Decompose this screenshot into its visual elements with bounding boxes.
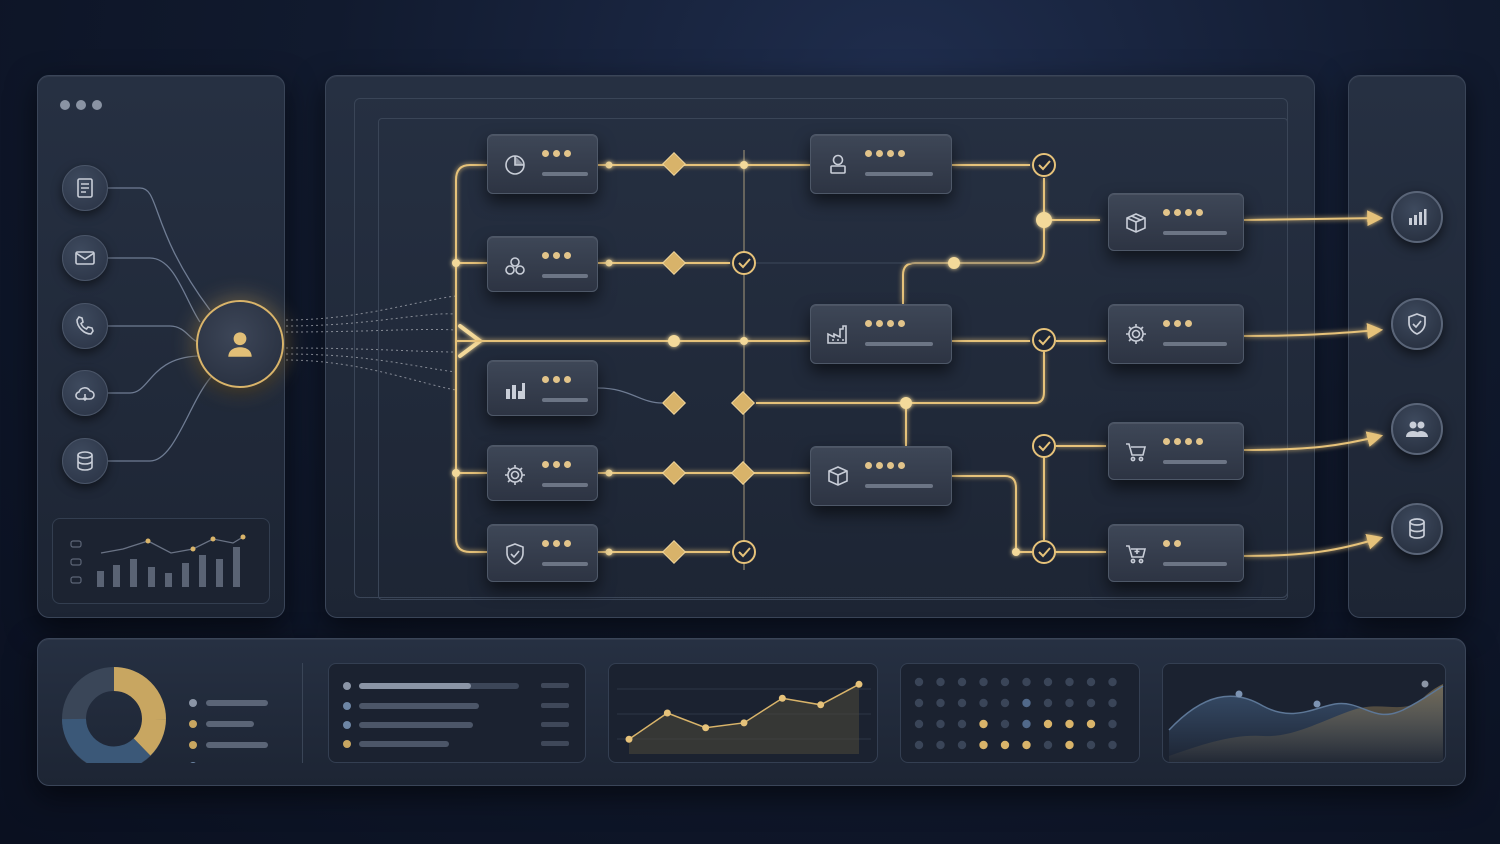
matrix-dot: [1022, 698, 1031, 708]
cart-icon: [1123, 439, 1149, 465]
window-dot[interactable]: [76, 100, 86, 110]
cart-plus-icon: [1123, 541, 1149, 567]
matrix-dot: [1065, 740, 1074, 750]
line-chart-point: [625, 735, 633, 743]
window-dot[interactable]: [92, 100, 102, 110]
matrix-dot: [1086, 740, 1096, 750]
area-chart-widget[interactable]: [1162, 663, 1446, 763]
dot-matrix: [914, 677, 1117, 750]
gear-icon: [1123, 321, 1149, 347]
flow-node-reports[interactable]: [487, 360, 598, 416]
matrix-dot: [1022, 677, 1031, 687]
matrix-dot: [1000, 719, 1010, 729]
line-chart-point: [855, 680, 863, 688]
pie-chart-icon: [502, 151, 528, 177]
box-icon: [1123, 210, 1149, 236]
sources-mini-chart: [52, 518, 270, 604]
document-icon[interactable]: [62, 165, 108, 211]
users-icon[interactable]: [1391, 403, 1443, 455]
matrix-dot: [1043, 677, 1053, 687]
flow-node-orders[interactable]: [1108, 422, 1244, 480]
user-icon: [228, 332, 252, 357]
donut-widget[interactable]: [50, 663, 300, 771]
matrix-dot: [1108, 719, 1117, 729]
matrix-dot: [914, 677, 924, 687]
phone-icon[interactable]: [62, 303, 108, 349]
matrix-dot: [936, 677, 945, 687]
line-chart-point: [817, 701, 825, 709]
flow-node-processing[interactable]: [487, 236, 598, 292]
matrix-dot: [957, 719, 967, 729]
matrix-dot: [957, 677, 967, 687]
matrix-dot: [1022, 719, 1031, 729]
matrix-dot: [936, 740, 945, 750]
matrix-dot: [1108, 698, 1117, 708]
flow-node-identity[interactable]: [810, 134, 952, 194]
gear-icon: [502, 462, 528, 488]
flow-node-production[interactable]: [810, 304, 952, 364]
list-widget[interactable]: [328, 663, 586, 763]
matrix-dot: [957, 740, 967, 750]
bar-chart-icon: [502, 377, 528, 403]
flow-node-inventory[interactable]: [1108, 193, 1244, 251]
matrix-dot: [936, 698, 945, 708]
matrix-dot: [979, 677, 988, 687]
matrix-dot: [1086, 719, 1096, 729]
flow-node-settings[interactable]: [487, 445, 598, 501]
flow-node-packaging[interactable]: [810, 446, 952, 506]
flow-node-checkout[interactable]: [1108, 524, 1244, 582]
analytics-icon[interactable]: [1391, 191, 1443, 243]
dot-matrix-widget[interactable]: [900, 663, 1140, 763]
matrix-dot: [979, 719, 988, 729]
matrix-dot: [979, 698, 988, 708]
user-hub[interactable]: [196, 300, 284, 388]
matrix-dot: [1022, 740, 1031, 750]
flow-node-security[interactable]: [487, 524, 598, 582]
matrix-dot: [1086, 677, 1096, 687]
matrix-dot: [1000, 740, 1010, 750]
matrix-dot: [936, 719, 945, 729]
database-icon[interactable]: [62, 438, 108, 484]
line-chart-point: [778, 694, 786, 702]
matrix-dot: [914, 740, 924, 750]
shield-icon[interactable]: [1391, 298, 1443, 350]
flow-node-operations[interactable]: [1108, 304, 1244, 364]
user-badge-icon: [825, 151, 851, 177]
package-icon: [825, 463, 851, 489]
factory-icon: [825, 321, 851, 347]
matrix-dot: [1065, 677, 1074, 687]
cogs-icon: [502, 253, 528, 279]
matrix-dot: [1043, 719, 1053, 729]
window-controls[interactable]: [60, 100, 102, 110]
matrix-dot: [957, 698, 967, 708]
line-chart-widget[interactable]: [608, 663, 878, 763]
line-chart-point: [702, 724, 710, 732]
mail-icon[interactable]: [62, 235, 108, 281]
matrix-dot: [1065, 719, 1074, 729]
line-chart-point: [663, 709, 671, 717]
window-dot[interactable]: [60, 100, 70, 110]
matrix-dot: [1043, 698, 1053, 708]
database-icon[interactable]: [1391, 503, 1443, 555]
matrix-dot: [1065, 698, 1074, 708]
flow-node-analytics[interactable]: [487, 134, 598, 194]
dashboard-divider: [302, 663, 303, 763]
matrix-dot: [1108, 677, 1117, 687]
matrix-dot: [979, 740, 988, 750]
matrix-dot: [914, 719, 924, 729]
matrix-dot: [1000, 698, 1010, 708]
matrix-dot: [1108, 740, 1117, 750]
shield-check-icon: [502, 541, 528, 567]
line-chart-point: [740, 719, 748, 727]
matrix-dot: [1000, 677, 1010, 687]
matrix-dot: [1043, 740, 1053, 750]
dashboard-panel: [37, 638, 1466, 786]
matrix-dot: [914, 698, 924, 708]
matrix-dot: [1086, 698, 1096, 708]
cloud-icon[interactable]: [62, 370, 108, 416]
line-chart: [617, 680, 871, 754]
